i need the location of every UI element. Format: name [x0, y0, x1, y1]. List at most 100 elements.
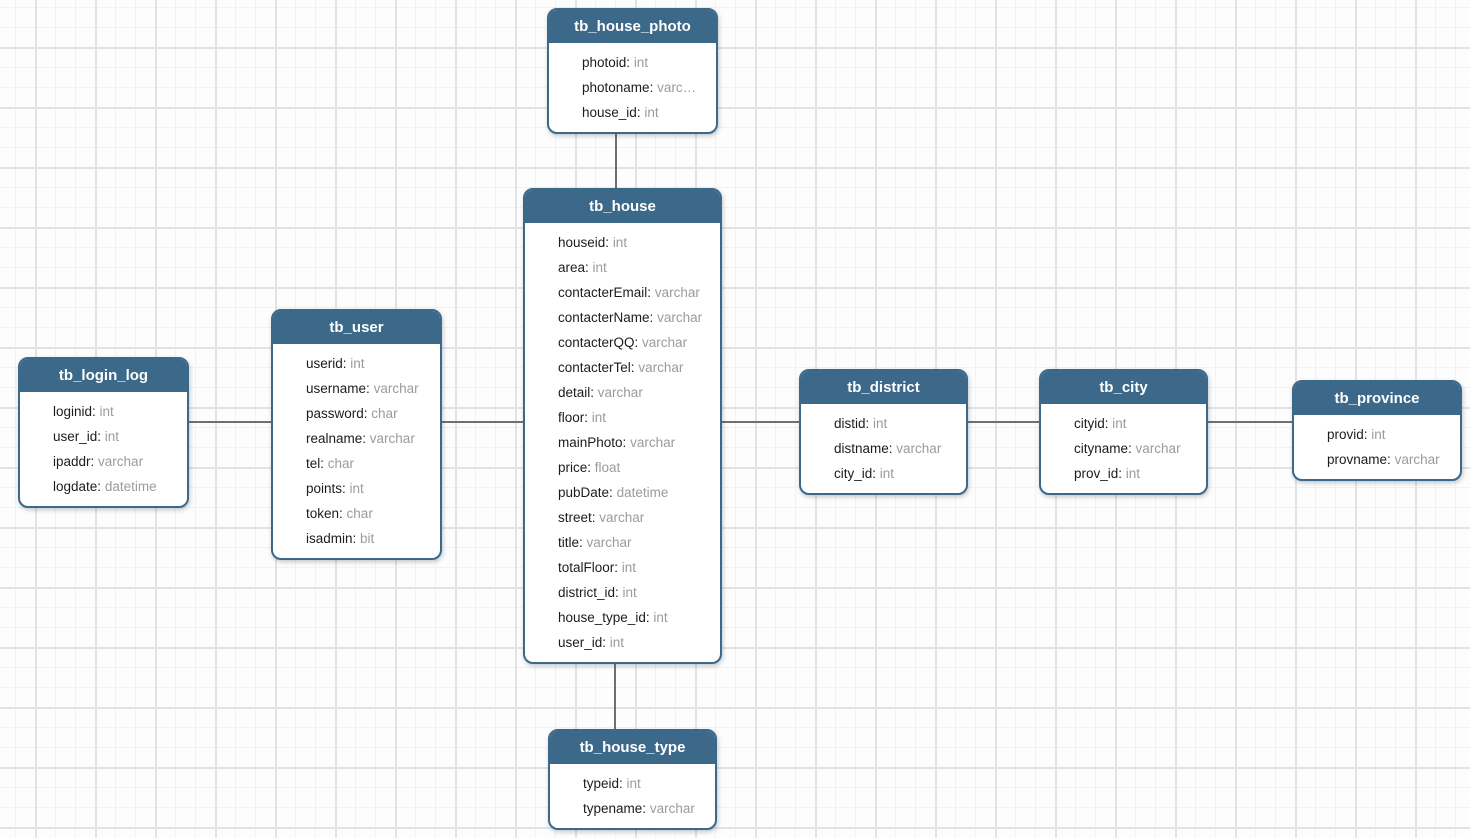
field-name: city_id	[834, 466, 873, 481]
field-name: photoname	[582, 80, 650, 95]
field-type: char	[346, 506, 373, 521]
field-name: price	[558, 460, 588, 475]
table-title[interactable]: tb_login_log	[20, 359, 187, 392]
connector-tb_district-tb_city[interactable]	[964, 421, 1043, 423]
field-name: detail	[558, 385, 591, 400]
field-row[interactable]: totalFloor: int	[525, 555, 720, 580]
field-name: contacterQQ	[558, 335, 635, 350]
field-row[interactable]: street: varchar	[525, 505, 720, 530]
connector-tb_house-tb_house_type[interactable]	[614, 660, 616, 731]
field-row[interactable]: mainPhoto: varchar	[525, 430, 720, 455]
field-name: typeid	[583, 776, 620, 791]
field-row[interactable]: isadmin: bit	[273, 526, 440, 551]
field-separator: :	[630, 360, 639, 375]
field-name: tel	[306, 456, 321, 471]
field-row[interactable]: provid: int	[1294, 422, 1460, 447]
field-row[interactable]: typename: varchar	[550, 796, 715, 821]
field-separator: :	[1118, 466, 1126, 481]
field-row[interactable]: ipaddr: varchar	[20, 449, 187, 474]
field-type: varchar	[642, 335, 688, 350]
field-name: distid	[834, 416, 866, 431]
field-row[interactable]: password: char	[273, 401, 440, 426]
field-row[interactable]: token: char	[273, 501, 440, 526]
table-title[interactable]: tb_house_type	[550, 731, 715, 764]
field-name: typename	[583, 801, 643, 816]
field-type: int	[592, 260, 607, 275]
field-row[interactable]: distname: varchar	[801, 436, 966, 461]
field-type: int	[612, 235, 628, 250]
field-row[interactable]: user_id: int	[525, 630, 720, 655]
field-row[interactable]: prov_id: int	[1041, 461, 1206, 486]
table-title[interactable]: tb_house_photo	[549, 10, 716, 43]
field-separator: :	[584, 410, 592, 425]
field-row[interactable]: district_id: int	[525, 580, 720, 605]
field-name: contacterEmail	[558, 285, 648, 300]
field-name: floor	[558, 410, 585, 425]
field-row[interactable]: logdate: datetime	[20, 474, 187, 499]
table-title[interactable]: tb_district	[801, 371, 966, 404]
field-row[interactable]: username: varchar	[273, 376, 440, 401]
field-row[interactable]: contacterEmail: varchar	[525, 280, 720, 305]
field-separator: :	[342, 356, 351, 371]
field-row[interactable]: cityname: varchar	[1041, 436, 1206, 461]
field-row[interactable]: realname: varchar	[273, 426, 440, 451]
connector-tb_city-tb_province[interactable]	[1204, 421, 1296, 423]
field-separator: :	[649, 80, 658, 95]
table-title[interactable]: tb_user	[273, 311, 440, 344]
table-title[interactable]: tb_house	[525, 190, 720, 223]
field-type: bit	[360, 531, 375, 546]
field-row[interactable]: area: int	[525, 255, 720, 280]
table-title[interactable]: tb_province	[1294, 382, 1460, 415]
field-row[interactable]: house_type_id: int	[525, 605, 720, 630]
field-row[interactable]: tel: char	[273, 451, 440, 476]
field-row[interactable]: title: varchar	[525, 530, 720, 555]
field-row[interactable]: floor: int	[525, 405, 720, 430]
field-separator: :	[602, 635, 610, 650]
field-row[interactable]: pubDate: datetime	[525, 480, 720, 505]
field-row[interactable]: photoid: int	[549, 50, 716, 75]
field-row[interactable]: user_id: int	[20, 424, 187, 449]
field-row[interactable]: price: float	[525, 455, 720, 480]
field-row[interactable]: city_id: int	[801, 461, 966, 486]
field-row[interactable]: points: int	[273, 476, 440, 501]
field-row[interactable]: contacterQQ: varchar	[525, 330, 720, 355]
field-name: loginid	[53, 404, 93, 419]
field-row[interactable]: detail: varchar	[525, 380, 720, 405]
connector-tb_house-tb_district[interactable]	[718, 421, 803, 423]
field-row[interactable]: photoname: varc…	[549, 75, 716, 100]
field-row[interactable]: distid: int	[801, 411, 966, 436]
field-name: house_type_id	[558, 610, 646, 625]
connector-tb_user-tb_house[interactable]	[438, 421, 527, 423]
field-type: datetime	[104, 479, 157, 494]
field-type: varchar	[597, 385, 643, 400]
field-name: ipaddr	[53, 454, 91, 469]
table-title[interactable]: tb_city	[1041, 371, 1206, 404]
connector-tb_login_log-tb_user[interactable]	[185, 421, 275, 423]
field-type: varchar	[630, 435, 676, 450]
field-type: char	[371, 406, 398, 421]
field-row[interactable]: typeid: int	[550, 771, 715, 796]
field-name: logdate	[53, 479, 98, 494]
field-row[interactable]: userid: int	[273, 351, 440, 376]
field-row[interactable]: house_id: int	[549, 100, 716, 125]
field-row[interactable]: provname: varchar	[1294, 447, 1460, 472]
field-row[interactable]: houseid: int	[525, 230, 720, 255]
field-row[interactable]: contacterTel: varchar	[525, 355, 720, 380]
field-type: varchar	[1394, 452, 1440, 467]
field-row[interactable]: contacterName: varchar	[525, 305, 720, 330]
field-type: int	[879, 466, 895, 481]
field-row[interactable]: loginid: int	[20, 399, 187, 424]
connector-tb_house_photo-tb_house[interactable]	[615, 130, 617, 190]
field-row[interactable]: cityid: int	[1041, 411, 1206, 436]
field-separator: :	[362, 431, 370, 446]
